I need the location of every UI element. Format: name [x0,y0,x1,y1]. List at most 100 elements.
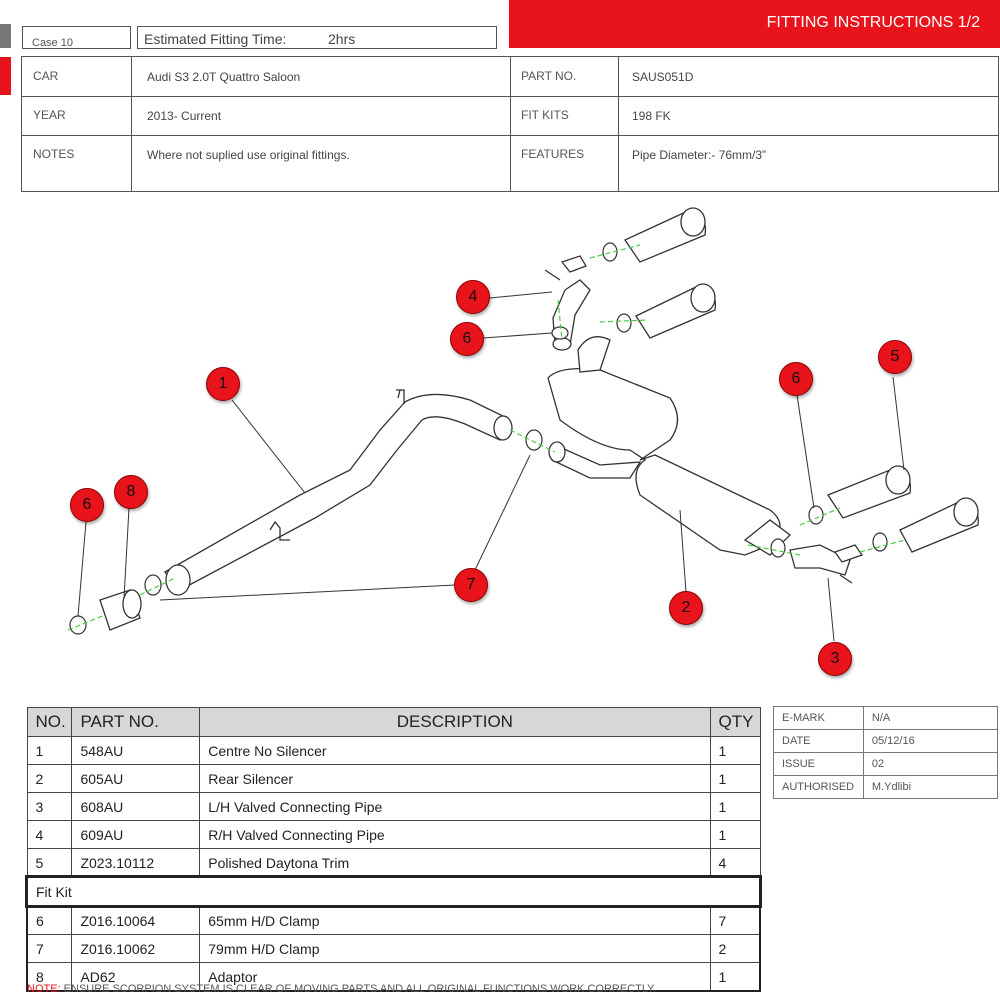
col-header-part-no: PART NO. [71,707,201,737]
exhaust-exploded-diagram [67,207,979,642]
row-no: 3 [26,792,73,821]
row-desc: Centre No Silencer [199,736,711,765]
leader-7a [159,584,456,601]
rh-valve-actuator [560,255,587,273]
row-desc: L/H Valved Connecting Pipe [199,792,711,821]
part-no-value: SAUS051D [632,70,694,84]
leader-4 [489,291,553,299]
case-label: Case 10 [32,37,73,49]
table-row: 3 608AU L/H Valved Connecting Pipe 1 [26,792,761,821]
row-qty: 1 [709,792,761,821]
leader-3 [827,577,835,642]
meta-label: ISSUE [773,752,864,776]
row-qty: 1 [709,736,761,765]
clamp-lh-pipe [770,538,786,558]
fit-kit-label: Fit Kit [26,876,761,907]
row-no: 8 [26,962,73,992]
row-no: 2 [26,764,73,793]
leader-7b [474,454,531,571]
document-meta-table: E-MARK N/A DATE 05/12/16 ISSUE 02 AUTHOR… [773,706,999,799]
meta-label: DATE [773,729,864,753]
row-part: Z016.10062 [71,934,201,963]
fit-kit-heading-row: Fit Kit [25,875,762,908]
side-marker-grey [0,24,11,48]
callout-6-left: 6 [70,488,104,522]
row-qty: 1 [709,764,761,793]
clamp-trim-lower-2 [872,532,888,552]
footer-note: NOTE: ENSURE SCORPION SYSTEM IS CLEAR OF… [27,983,656,995]
meta-value: 05/12/16 [862,729,999,753]
clamp-trim-lower-1 [808,505,824,525]
row-part: Z023.10112 [71,848,201,878]
centre-pipe-rear-end [493,415,513,441]
callout-5: 5 [878,340,912,374]
callout-4: 4 [456,280,490,314]
meta-label: AUTHORISED [773,775,864,799]
features-label: FEATURES [521,147,585,161]
table-row: 8 AD62 Adaptor 1 [26,962,761,992]
table-row: 2 605AU Rear Silencer 1 [26,764,761,793]
leader-6-left [77,521,87,617]
part-no-label: PART NO. [521,69,577,83]
vehicle-info-grid: CAR Audi S3 2.0T Quattro Saloon YEAR 201… [21,56,999,192]
clamp-rh-pipe [551,326,569,340]
col-header-qty: QTY [709,707,761,737]
row-qty: 7 [709,905,761,935]
row-desc: 65mm H/D Clamp [199,905,711,935]
fitting-time-value: 2hrs [328,31,356,47]
grid-vline-2 [510,57,511,191]
callout-2: 2 [669,591,703,625]
row-desc: Polished Daytona Trim [199,848,711,878]
table-row: 7 Z016.10062 79mm H/D Clamp 2 [26,934,761,963]
row-qty: 1 [709,820,761,849]
leader-6-mid [482,332,553,339]
adaptor-end [122,589,142,619]
row-part: 605AU [71,764,201,793]
grid-vline-1 [131,57,132,191]
callout-6-right: 6 [779,362,813,396]
row-qty: 4 [709,848,761,878]
meta-row-issue: ISSUE 02 [773,752,999,776]
clamp-centre-rear [525,429,543,451]
parts-table: NO. PART NO. DESCRIPTION QTY 1 548AU Cen… [25,707,762,992]
row-no: 1 [26,736,73,765]
table-row: 6 Z016.10064 65mm H/D Clamp 7 [26,905,761,935]
leader-8 [123,507,130,599]
row-no: 5 [26,848,73,878]
car-value: Audi S3 2.0T Quattro Saloon [147,70,301,84]
row-no: 6 [26,905,73,935]
callout-7: 7 [454,568,488,602]
row-qty: 1 [709,962,761,992]
clamp-adaptor [144,574,162,596]
centre-pipe-front-end [165,564,191,596]
row-no: 4 [26,820,73,849]
centre-pipe-hanger [396,389,405,404]
callout-1: 1 [206,367,240,401]
meta-row-authorised: AUTHORISED M.Ydlibi [773,775,999,799]
meta-row-date: DATE 05/12/16 [773,729,999,753]
rear-silencer-outlet [577,336,611,373]
row-part: 608AU [71,792,201,821]
title-banner: FITTING INSTRUCTIONS 1/2 [509,0,1000,48]
features-value: Pipe Diameter:- 76mm/3” [632,148,767,162]
row-desc: Rear Silencer [199,764,711,793]
leader-1 [231,399,306,494]
callout-3: 3 [818,642,852,676]
row-part: 609AU [71,820,201,849]
meta-row-emark: E-MARK N/A [773,706,999,730]
silencer-inlet-end [548,441,566,463]
grid-vline-3 [618,57,619,191]
car-label: CAR [33,69,59,83]
row-desc: Adaptor [199,962,711,992]
meta-label: E-MARK [773,706,864,730]
table-row: 5 Z023.10112 Polished Daytona Trim 4 [26,848,761,878]
note-text: ENSURE SCORPION SYSTEM IS CLEAR OF MOVIN… [60,983,657,995]
fit-kits-value: 198 FK [632,109,671,123]
centre-pipe [164,393,508,591]
clamp-front [69,615,87,635]
leader-5 [892,376,905,471]
row-part: AD62 [71,962,201,992]
clamp-trim-upper-2 [616,313,632,333]
year-label: YEAR [33,108,66,122]
parts-table-header: NO. PART NO. DESCRIPTION QTY [26,707,761,737]
